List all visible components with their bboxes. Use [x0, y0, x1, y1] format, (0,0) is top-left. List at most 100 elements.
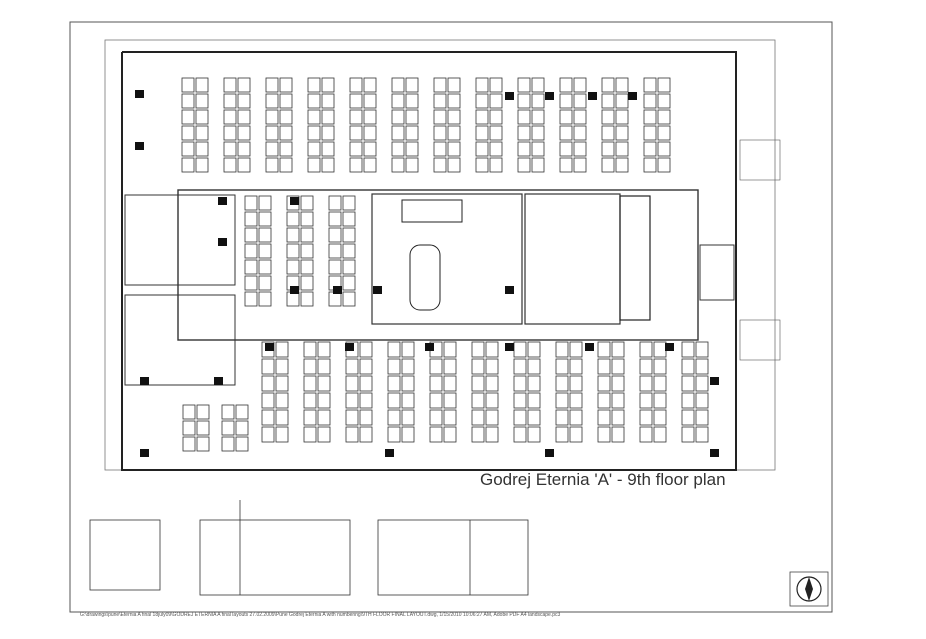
workstation: [639, 358, 653, 375]
workstation: [195, 109, 209, 125]
workstation: [328, 291, 342, 307]
workstation: [223, 141, 237, 157]
workstation: [345, 358, 359, 375]
workstation: [433, 157, 447, 173]
workstation: [657, 77, 671, 93]
workstation: [643, 109, 657, 125]
column: [290, 286, 299, 294]
workstation: [643, 125, 657, 141]
workstation: [405, 141, 419, 157]
workstation: [485, 341, 499, 358]
workstation: [196, 404, 210, 420]
workstation: [401, 341, 415, 358]
workstation: [286, 291, 300, 307]
workstation: [527, 358, 541, 375]
column: [140, 377, 149, 385]
workstation: [391, 125, 405, 141]
workstation: [286, 211, 300, 227]
workstation: [223, 125, 237, 141]
workstation: [639, 426, 653, 443]
workstation: [475, 93, 489, 109]
workstation: [405, 93, 419, 109]
workstation: [221, 436, 235, 452]
workstation: [573, 157, 587, 173]
workstation: [527, 341, 541, 358]
column: [710, 377, 719, 385]
workstation: [615, 109, 629, 125]
workstation: [258, 195, 272, 211]
column: [385, 449, 394, 457]
workstation: [615, 93, 629, 109]
column: [140, 449, 149, 457]
workstation: [611, 392, 625, 409]
workstation: [300, 227, 314, 243]
workstation: [447, 109, 461, 125]
plan-title: Godrej Eternia 'A' - 9th floor plan: [480, 470, 726, 489]
workstation: [275, 409, 289, 426]
workstation: [447, 125, 461, 141]
workstation: [433, 141, 447, 157]
workstation: [643, 141, 657, 157]
workstation: [387, 341, 401, 358]
workstation: [555, 426, 569, 443]
workstation: [275, 341, 289, 358]
workstation: [244, 275, 258, 291]
workstation: [433, 109, 447, 125]
workstation: [531, 109, 545, 125]
workstation: [181, 125, 195, 141]
column: [588, 92, 597, 100]
workstation: [328, 211, 342, 227]
workstation: [275, 358, 289, 375]
column: [265, 343, 274, 351]
workstation: [359, 392, 373, 409]
workstation: [182, 420, 196, 436]
workstation: [237, 125, 251, 141]
workstation: [345, 392, 359, 409]
workstation: [611, 426, 625, 443]
workstation: [223, 93, 237, 109]
workstation: [681, 341, 695, 358]
workstation: [300, 211, 314, 227]
workstation: [275, 375, 289, 392]
workstation: [349, 125, 363, 141]
workstation: [559, 77, 573, 93]
workstation: [363, 157, 377, 173]
workstation: [307, 125, 321, 141]
workstation: [261, 358, 275, 375]
column: [373, 286, 382, 294]
workstation: [475, 125, 489, 141]
workstation: [429, 358, 443, 375]
workstation: [258, 275, 272, 291]
workstation: [303, 426, 317, 443]
workstation: [286, 243, 300, 259]
workstation: [569, 375, 583, 392]
workstation: [471, 409, 485, 426]
workstation: [611, 358, 625, 375]
workstation: [443, 358, 457, 375]
column: [585, 343, 594, 351]
workstation: [429, 375, 443, 392]
workstation: [363, 77, 377, 93]
workstation: [513, 426, 527, 443]
workstation: [279, 141, 293, 157]
workstation: [195, 125, 209, 141]
workstation: [345, 375, 359, 392]
workstation: [244, 195, 258, 211]
workstation: [181, 141, 195, 157]
workstation: [657, 125, 671, 141]
workstation: [429, 392, 443, 409]
workstation: [261, 375, 275, 392]
workstation: [221, 404, 235, 420]
workstation: [405, 157, 419, 173]
workstation: [531, 125, 545, 141]
workstation: [300, 243, 314, 259]
workstation: [275, 426, 289, 443]
workstation: [443, 409, 457, 426]
workstation: [258, 227, 272, 243]
workstation: [195, 93, 209, 109]
workstation: [517, 93, 531, 109]
workstation: [181, 157, 195, 173]
workstation: [527, 409, 541, 426]
workstation: [443, 341, 457, 358]
